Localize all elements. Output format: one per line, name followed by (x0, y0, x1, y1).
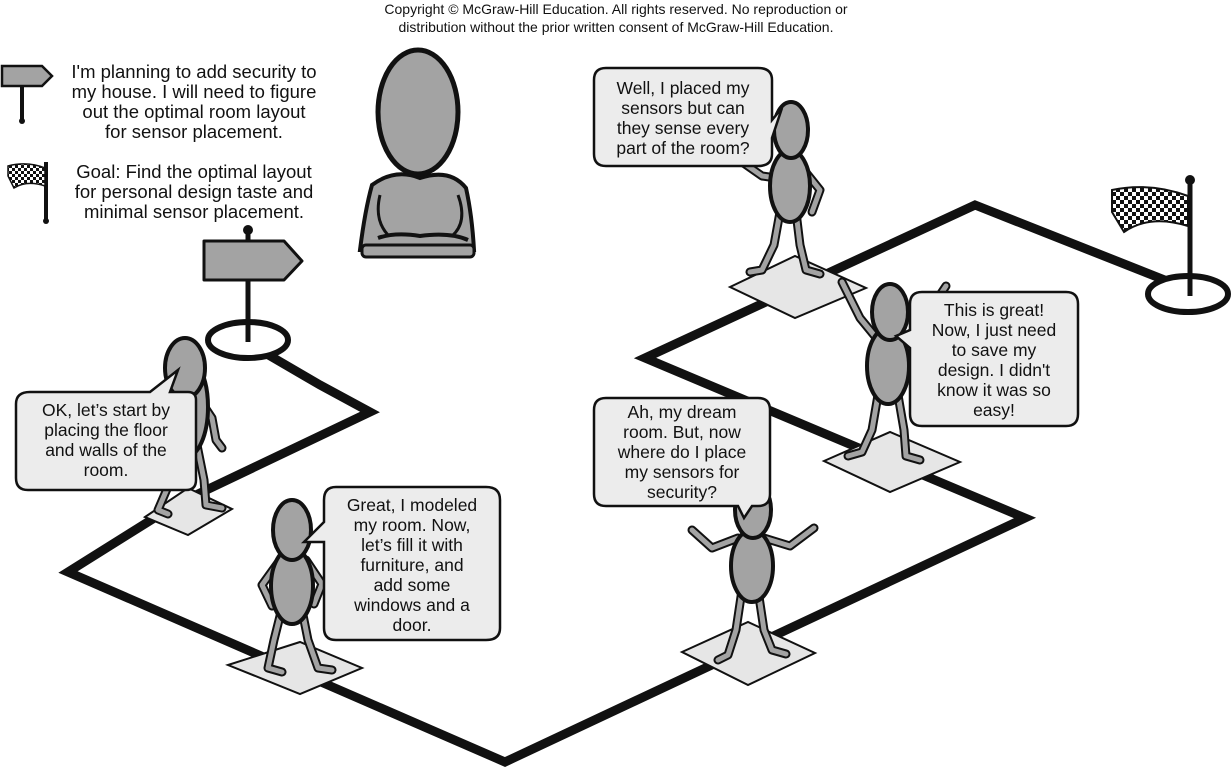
bubble-line: room. But, now (623, 422, 741, 442)
legend-checkered-flag-icon (7, 162, 49, 224)
figure-step-4 (737, 100, 825, 279)
legend-start-text: I'm planning to add security to my house… (58, 62, 330, 142)
bubble-line: Now, I just need (931, 320, 1057, 340)
bubble-line: they sense every (616, 118, 750, 138)
copyright-notice: Copyright © McGraw-Hill Education. All r… (0, 0, 1232, 36)
bubble-line: design. I didn't (937, 360, 1051, 380)
bubble-line: Well, I placed my (616, 78, 750, 98)
bubble-line: security? (646, 482, 718, 502)
tile-step-1 (142, 486, 235, 537)
bubble-line: door. (392, 615, 432, 635)
figure-step-2 (257, 498, 337, 677)
bubble-line: furniture, and (360, 555, 464, 575)
bubble-line: where do I place (617, 442, 747, 462)
bubble-line: OK, let’s start by (41, 400, 171, 420)
bubble-text-step-2: Great, I modeled my room. Now, let’s fil… (326, 495, 498, 635)
legend-goal-line: Goal: Find the optimal layout (76, 161, 312, 182)
start-signpost-icon (202, 225, 304, 361)
legend-start-line: my house. I will need to figure (71, 81, 317, 102)
bubble-line: sensors but can (621, 98, 745, 118)
speech-bubble-step-4 (592, 66, 784, 168)
bubble-line: my room. Now, (353, 515, 471, 535)
copyright-line-1: Copyright © McGraw-Hill Education. All r… (384, 1, 848, 17)
bubble-text-step-5: This is great! Now, I just need to save … (912, 300, 1076, 420)
narrator-figure (357, 47, 477, 259)
legend-goal-line: minimal sensor placement. (83, 201, 305, 222)
speech-bubble-step-3 (592, 396, 772, 521)
bubble-text-step-3: Ah, my dream room. But, now where do I p… (596, 402, 768, 502)
speech-bubble-step-2 (300, 485, 502, 642)
bubble-line: This is great! (943, 300, 1045, 320)
bubble-line: to save my (951, 340, 1037, 360)
bubble-line: windows and a (354, 595, 470, 615)
bubble-text-step-1: OK, let’s start by placing the floor and… (18, 400, 194, 480)
bubble-line: room. (83, 460, 129, 480)
legend-goal-text: Goal: Find the optimal layout for person… (58, 162, 330, 222)
bubble-line: Great, I modeled (346, 495, 478, 515)
bubble-line: and walls of the (45, 440, 167, 460)
goal-flag-icon (1111, 175, 1231, 315)
bubble-line: part of the room? (616, 138, 750, 158)
legend-start-line: I'm planning to add security to (71, 61, 317, 82)
bubble-text-step-4: Well, I placed my sensors but can they s… (596, 78, 770, 158)
legend-signpost-icon (0, 64, 54, 124)
bubble-line: let’s fill it with (361, 535, 463, 555)
legend-start-line: out the optimal room layout (82, 101, 306, 122)
bubble-line: my sensors for (624, 462, 740, 482)
bubble-line: Ah, my dream (627, 402, 737, 422)
tile-step-3 (679, 620, 818, 687)
speech-bubble-step-1 (14, 366, 198, 492)
bubble-line: easy! (973, 400, 1015, 420)
bubble-line: know it was so (937, 380, 1051, 400)
legend-goal-line: for personal design taste and (74, 181, 314, 202)
copyright-line-2: distribution without the prior written c… (398, 19, 834, 35)
speech-bubble-step-5 (893, 290, 1080, 428)
bubble-line: add some (373, 575, 451, 595)
legend-start-line: for sensor placement. (105, 121, 283, 142)
bubble-line: placing the floor (44, 420, 168, 440)
